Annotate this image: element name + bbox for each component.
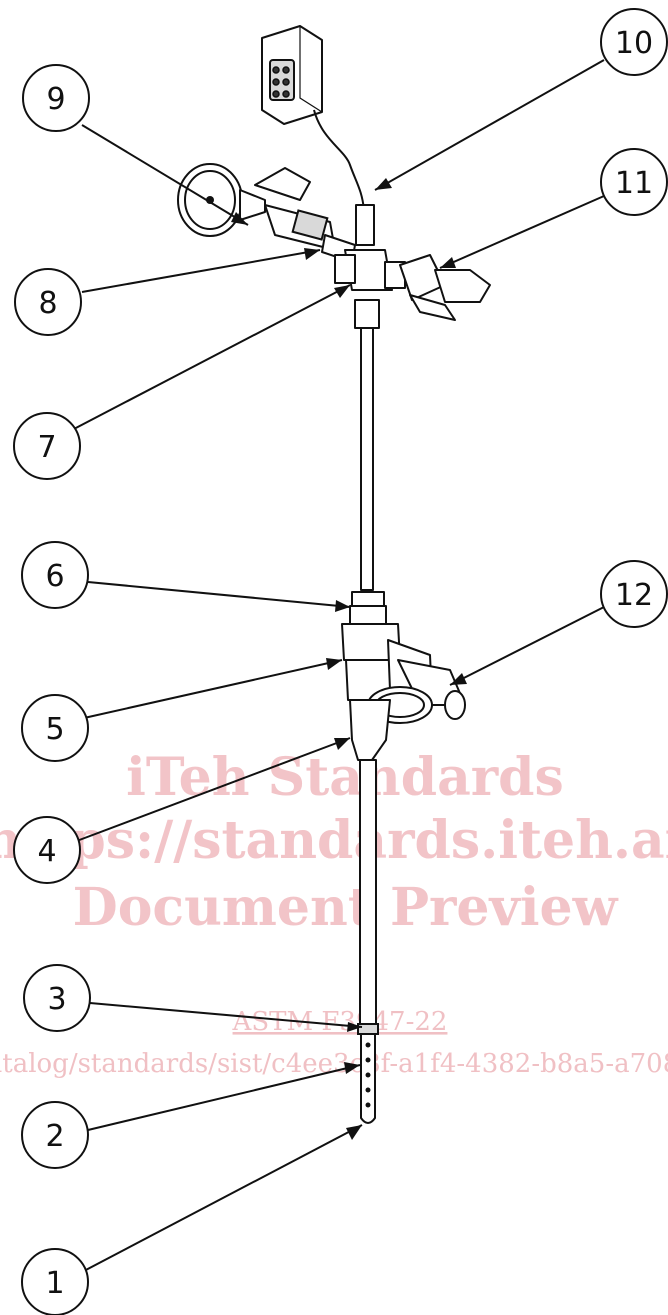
sensor-cable [313, 109, 365, 211]
callout-2-label: 2 [45, 1119, 64, 1154]
callout-3: 3 [23, 964, 91, 1032]
callout-12-label: 12 [615, 578, 653, 613]
callout-10: 10 [600, 8, 668, 76]
watermark-line-3: Document Preview [73, 877, 619, 938]
watermark-line-1: iTeh Standards [126, 747, 564, 808]
arrowhead-1 [346, 1125, 362, 1140]
arrowhead-8 [304, 248, 320, 260]
leader-6 [87, 581, 351, 608]
callout-1-label: 1 [45, 1266, 64, 1301]
watermark-url: catalog/standards/sist/c4ee3c8f-a1f4-438… [0, 1049, 668, 1079]
callout-8: 8 [14, 268, 82, 336]
leader-8 [81, 249, 321, 293]
callout-11-label: 11 [615, 166, 653, 201]
watermark-code-link: ASTM F3947-22 [232, 1007, 448, 1037]
callout-9: 9 [22, 64, 90, 132]
leader-10 [374, 59, 605, 191]
control-box [261, 25, 323, 125]
probe-shaft [359, 759, 377, 1026]
leader-3 [89, 1002, 363, 1028]
callout-3-label: 3 [47, 982, 66, 1017]
arrowhead-7 [334, 285, 350, 298]
callout-6-label: 6 [45, 559, 64, 594]
pressure-gauge [177, 163, 266, 237]
leader-9 [81, 124, 249, 226]
leader-lines [71, 59, 605, 1273]
callout-6: 6 [21, 541, 89, 609]
callout-11: 11 [600, 148, 668, 216]
arrowhead-10 [375, 178, 392, 190]
probe-tip [360, 1033, 376, 1124]
callout-5-label: 5 [45, 712, 64, 747]
watermark: iTeh Standards (https://standards.iteh.a… [0, 747, 668, 1079]
leader-2 [87, 1064, 361, 1131]
upper-tube [360, 327, 374, 591]
leader-arrowheads [231, 178, 467, 1140]
callout-1: 1 [21, 1248, 89, 1315]
probe-perforations [365, 1042, 371, 1108]
union-nut-upper [354, 299, 380, 329]
leader-11 [439, 195, 605, 269]
gauge-valve [254, 167, 356, 263]
leader-5 [83, 659, 343, 719]
callout-7: 7 [13, 412, 81, 480]
callout-2: 2 [21, 1101, 89, 1169]
leader-12 [449, 606, 605, 686]
side-valve [367, 659, 466, 724]
arrowhead-2 [344, 1062, 360, 1074]
leader-7 [71, 284, 351, 431]
arrowhead-4 [334, 738, 350, 750]
arrowhead-6 [335, 600, 350, 612]
callout-12: 12 [600, 560, 668, 628]
callout-9-label: 9 [46, 82, 65, 117]
callout-5: 5 [21, 694, 89, 762]
probe-collar [357, 1023, 379, 1035]
callout-8-label: 8 [38, 286, 57, 321]
arrowhead-3 [347, 1022, 362, 1032]
arrowhead-9 [231, 212, 248, 225]
arrowhead-11 [440, 257, 456, 268]
leader-1 [81, 1124, 363, 1273]
arrowhead-12 [450, 673, 467, 685]
callout-4: 4 [13, 816, 81, 884]
callout-7-label: 7 [37, 430, 56, 465]
drain-valve [399, 254, 491, 321]
callout-4-label: 4 [37, 834, 56, 869]
leader-4 [73, 737, 351, 843]
arrowhead-5 [326, 658, 342, 670]
watermark-line-2: (https://standards.iteh.ai) [0, 810, 668, 871]
callout-10-label: 10 [615, 26, 653, 61]
